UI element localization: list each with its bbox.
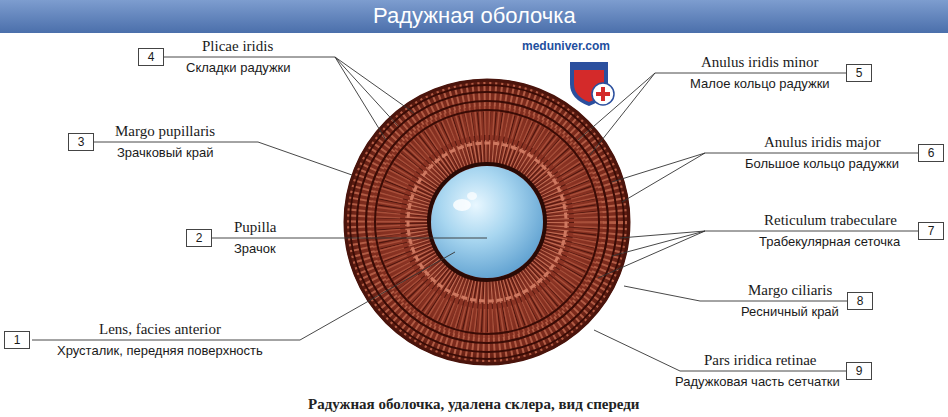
callout-box: 7 [918, 222, 944, 240]
russian-term: Складки радужки [186, 60, 291, 75]
callout-number: 4 [148, 50, 155, 64]
russian-term: Зрачок [234, 241, 276, 256]
contraction-furrow [375, 110, 599, 334]
latin-term: Reticulum trabeculare [764, 212, 897, 229]
leader-line [598, 231, 918, 278]
title-banner [0, 0, 948, 33]
leader-line [612, 153, 918, 202]
latin-term: Margo pupillaris [115, 123, 215, 140]
iris-fibres-inner [417, 152, 557, 292]
russian-term: Радужковая часть сетчатки [675, 374, 840, 389]
callout-box: 4 [138, 48, 164, 66]
russian-term: Большое кольцо радужки [745, 156, 899, 171]
leader-line [32, 252, 455, 340]
leader-lines [32, 57, 918, 371]
contraction-furrow [357, 92, 617, 352]
callout-number: 2 [196, 231, 203, 245]
iris-fibres-outer [359, 94, 615, 350]
callout-number: 7 [928, 224, 935, 238]
latin-term: Pars iridica retinae [704, 352, 816, 369]
russian-term: Трабекулярная сеточка [759, 234, 900, 249]
iris-outer-edge [345, 80, 629, 364]
latin-term: Margo ciliaris [748, 282, 832, 299]
callout-box: 9 [846, 362, 872, 380]
leader-line [212, 238, 487, 239]
callout-box: 3 [68, 133, 94, 151]
contraction-furrow [366, 101, 608, 343]
logo-cross [596, 87, 610, 101]
callout-box: 1 [4, 331, 30, 349]
contraction-furrow [350, 85, 624, 359]
russian-term: Малое кольцо радужки [690, 76, 830, 91]
iris-dark-fibres [402, 137, 572, 307]
latin-term: Anulus iridis minor [701, 54, 819, 71]
latin-term: Plicae iridis [202, 38, 273, 55]
lens-highlight [467, 192, 477, 200]
callout-box: 5 [846, 64, 872, 82]
callout-number: 1 [14, 333, 21, 347]
leader-line [594, 330, 846, 371]
latin-term: Pupilla [234, 219, 277, 236]
russian-term: Ресничный край [741, 304, 839, 319]
leader-line [94, 142, 352, 175]
russian-term: Зрачковый край [117, 145, 213, 160]
lens-highlight [453, 199, 471, 211]
callout-number: 9 [856, 364, 863, 378]
callout-box: 8 [847, 292, 873, 310]
russian-term: Хрусталик, передняя поверхность [57, 343, 263, 358]
iris-fibres-middle [385, 120, 589, 324]
site-logo [570, 62, 614, 106]
latin-term: Lens, facies anterior [99, 321, 221, 338]
pupil-lens [431, 166, 543, 278]
callout-number: 8 [857, 294, 864, 308]
callout-number: 5 [856, 66, 863, 80]
callout-box: 6 [918, 144, 944, 162]
iris [344, 79, 630, 365]
caption: Радужная оболочка, удалена склера, вид с… [308, 395, 639, 413]
watermark: meduniver.com [522, 39, 610, 53]
callout-box: 2 [186, 229, 212, 247]
callout-number: 6 [928, 146, 935, 160]
iris-disc [344, 79, 630, 365]
iris-collarette [408, 143, 566, 301]
logo-circle [592, 83, 614, 105]
callout-number: 3 [78, 135, 85, 149]
title: Радужная оболочка [373, 3, 576, 29]
latin-term: Anulus iridis major [764, 134, 881, 151]
pupillary-ruff [429, 164, 545, 280]
